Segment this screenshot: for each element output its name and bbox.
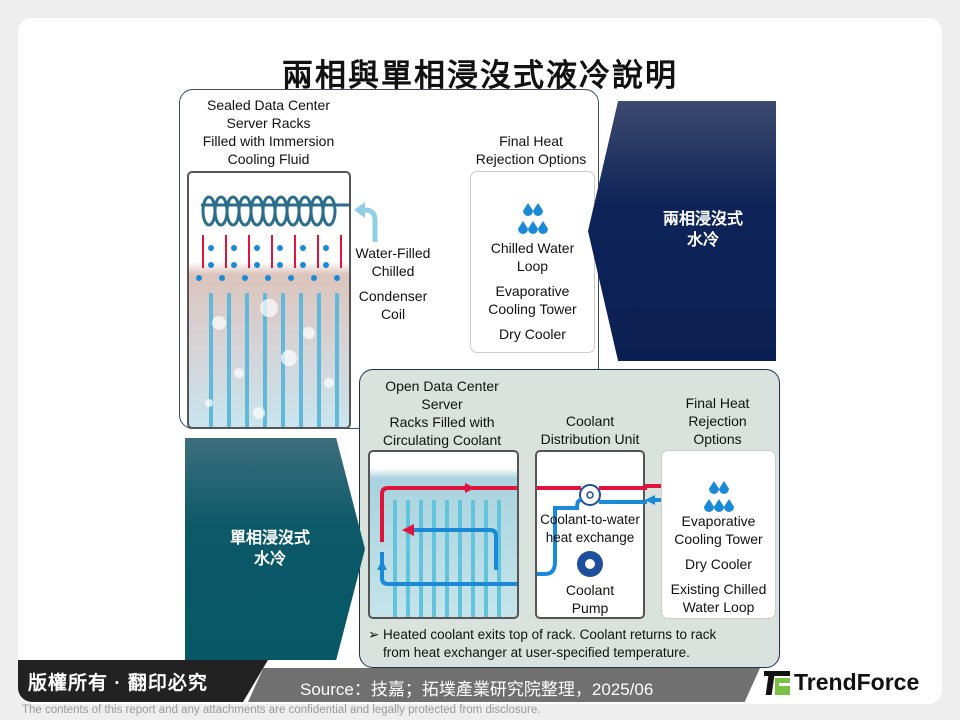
- cdu-flow-illustration: [537, 484, 647, 577]
- trendforce-logo: TrendForce: [764, 669, 919, 696]
- two-phase-options-box: [470, 171, 595, 353]
- disclaimer: The contents of this report and any atta…: [22, 704, 541, 716]
- open-rack-tank: [368, 450, 519, 619]
- copyright-bar: [18, 660, 268, 702]
- immersion-tank-illustration: [196, 195, 349, 427]
- single-phase-note: ➢ Heated coolant exits top of rack. Cool…: [368, 627, 717, 660]
- copyright-text: 版權所有 · 翻印必究: [28, 673, 208, 694]
- open-rack-illustration: [377, 483, 517, 617]
- cdu-box: [535, 450, 647, 619]
- water-drops-icon-2: [698, 481, 740, 517]
- two-phase-chevron: 兩相浸沒式水冷: [588, 101, 776, 361]
- page-title: 兩相與單相浸沒式液冷說明: [282, 58, 678, 94]
- trendforce-logo-icon: [764, 670, 790, 695]
- sealed-rack-tank: [187, 171, 351, 429]
- single-phase-chevron: 單相浸沒式水冷: [185, 438, 365, 660]
- source-bar: [248, 668, 760, 702]
- water-drops-icon: [512, 203, 554, 239]
- source-text: Source：技嘉；拓墣產業研究院整理，2025/06: [300, 680, 654, 699]
- single-phase-options-box: [661, 450, 776, 619]
